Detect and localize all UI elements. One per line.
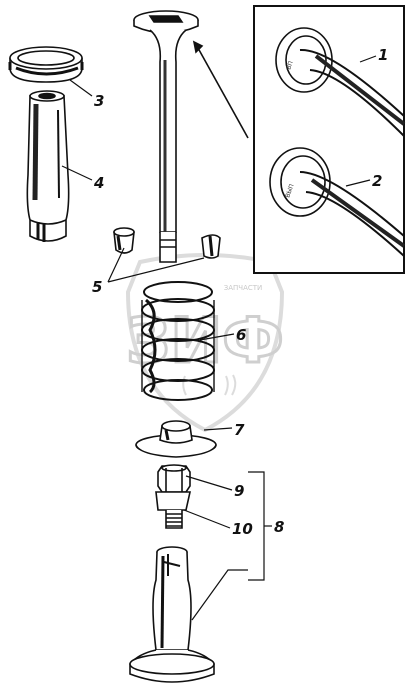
callout-7: 7 xyxy=(234,421,245,439)
valve-keepers xyxy=(113,227,221,259)
watermark-logo-text: ЗИФ xyxy=(126,304,283,377)
callout-10: 10 xyxy=(232,520,253,538)
valve-seat-ring xyxy=(8,46,84,83)
spring-plate xyxy=(135,420,217,458)
valve-guide xyxy=(26,90,70,242)
callout-2: 2 xyxy=(372,172,382,190)
leader-lines xyxy=(61,55,377,621)
valve-spring xyxy=(141,281,215,401)
callout-4: 4 xyxy=(93,174,104,192)
inlet-stamp: ВП xyxy=(285,60,295,71)
callout-5: 5 xyxy=(92,278,102,296)
adjusting-nut xyxy=(157,464,191,493)
callout-1: 1 xyxy=(378,46,388,64)
callout-8: 8 xyxy=(274,518,284,536)
callout-numbers: 1 2 3 4 5 6 7 8 9 10 xyxy=(92,46,388,538)
valve xyxy=(133,10,199,263)
adjusting-bolt xyxy=(155,491,191,529)
detail-arrow xyxy=(192,40,249,139)
valve-tappet xyxy=(129,546,215,683)
callout-9: 9 xyxy=(234,482,244,500)
callout-6: 6 xyxy=(236,326,246,344)
valve-detail-inset: ВП ВЫП xyxy=(253,5,406,274)
exhaust-stamp: ВЫП xyxy=(284,183,295,198)
callout-3: 3 xyxy=(94,92,104,110)
watermark-brand-text: ЗАПЧАСТИ xyxy=(224,284,263,292)
